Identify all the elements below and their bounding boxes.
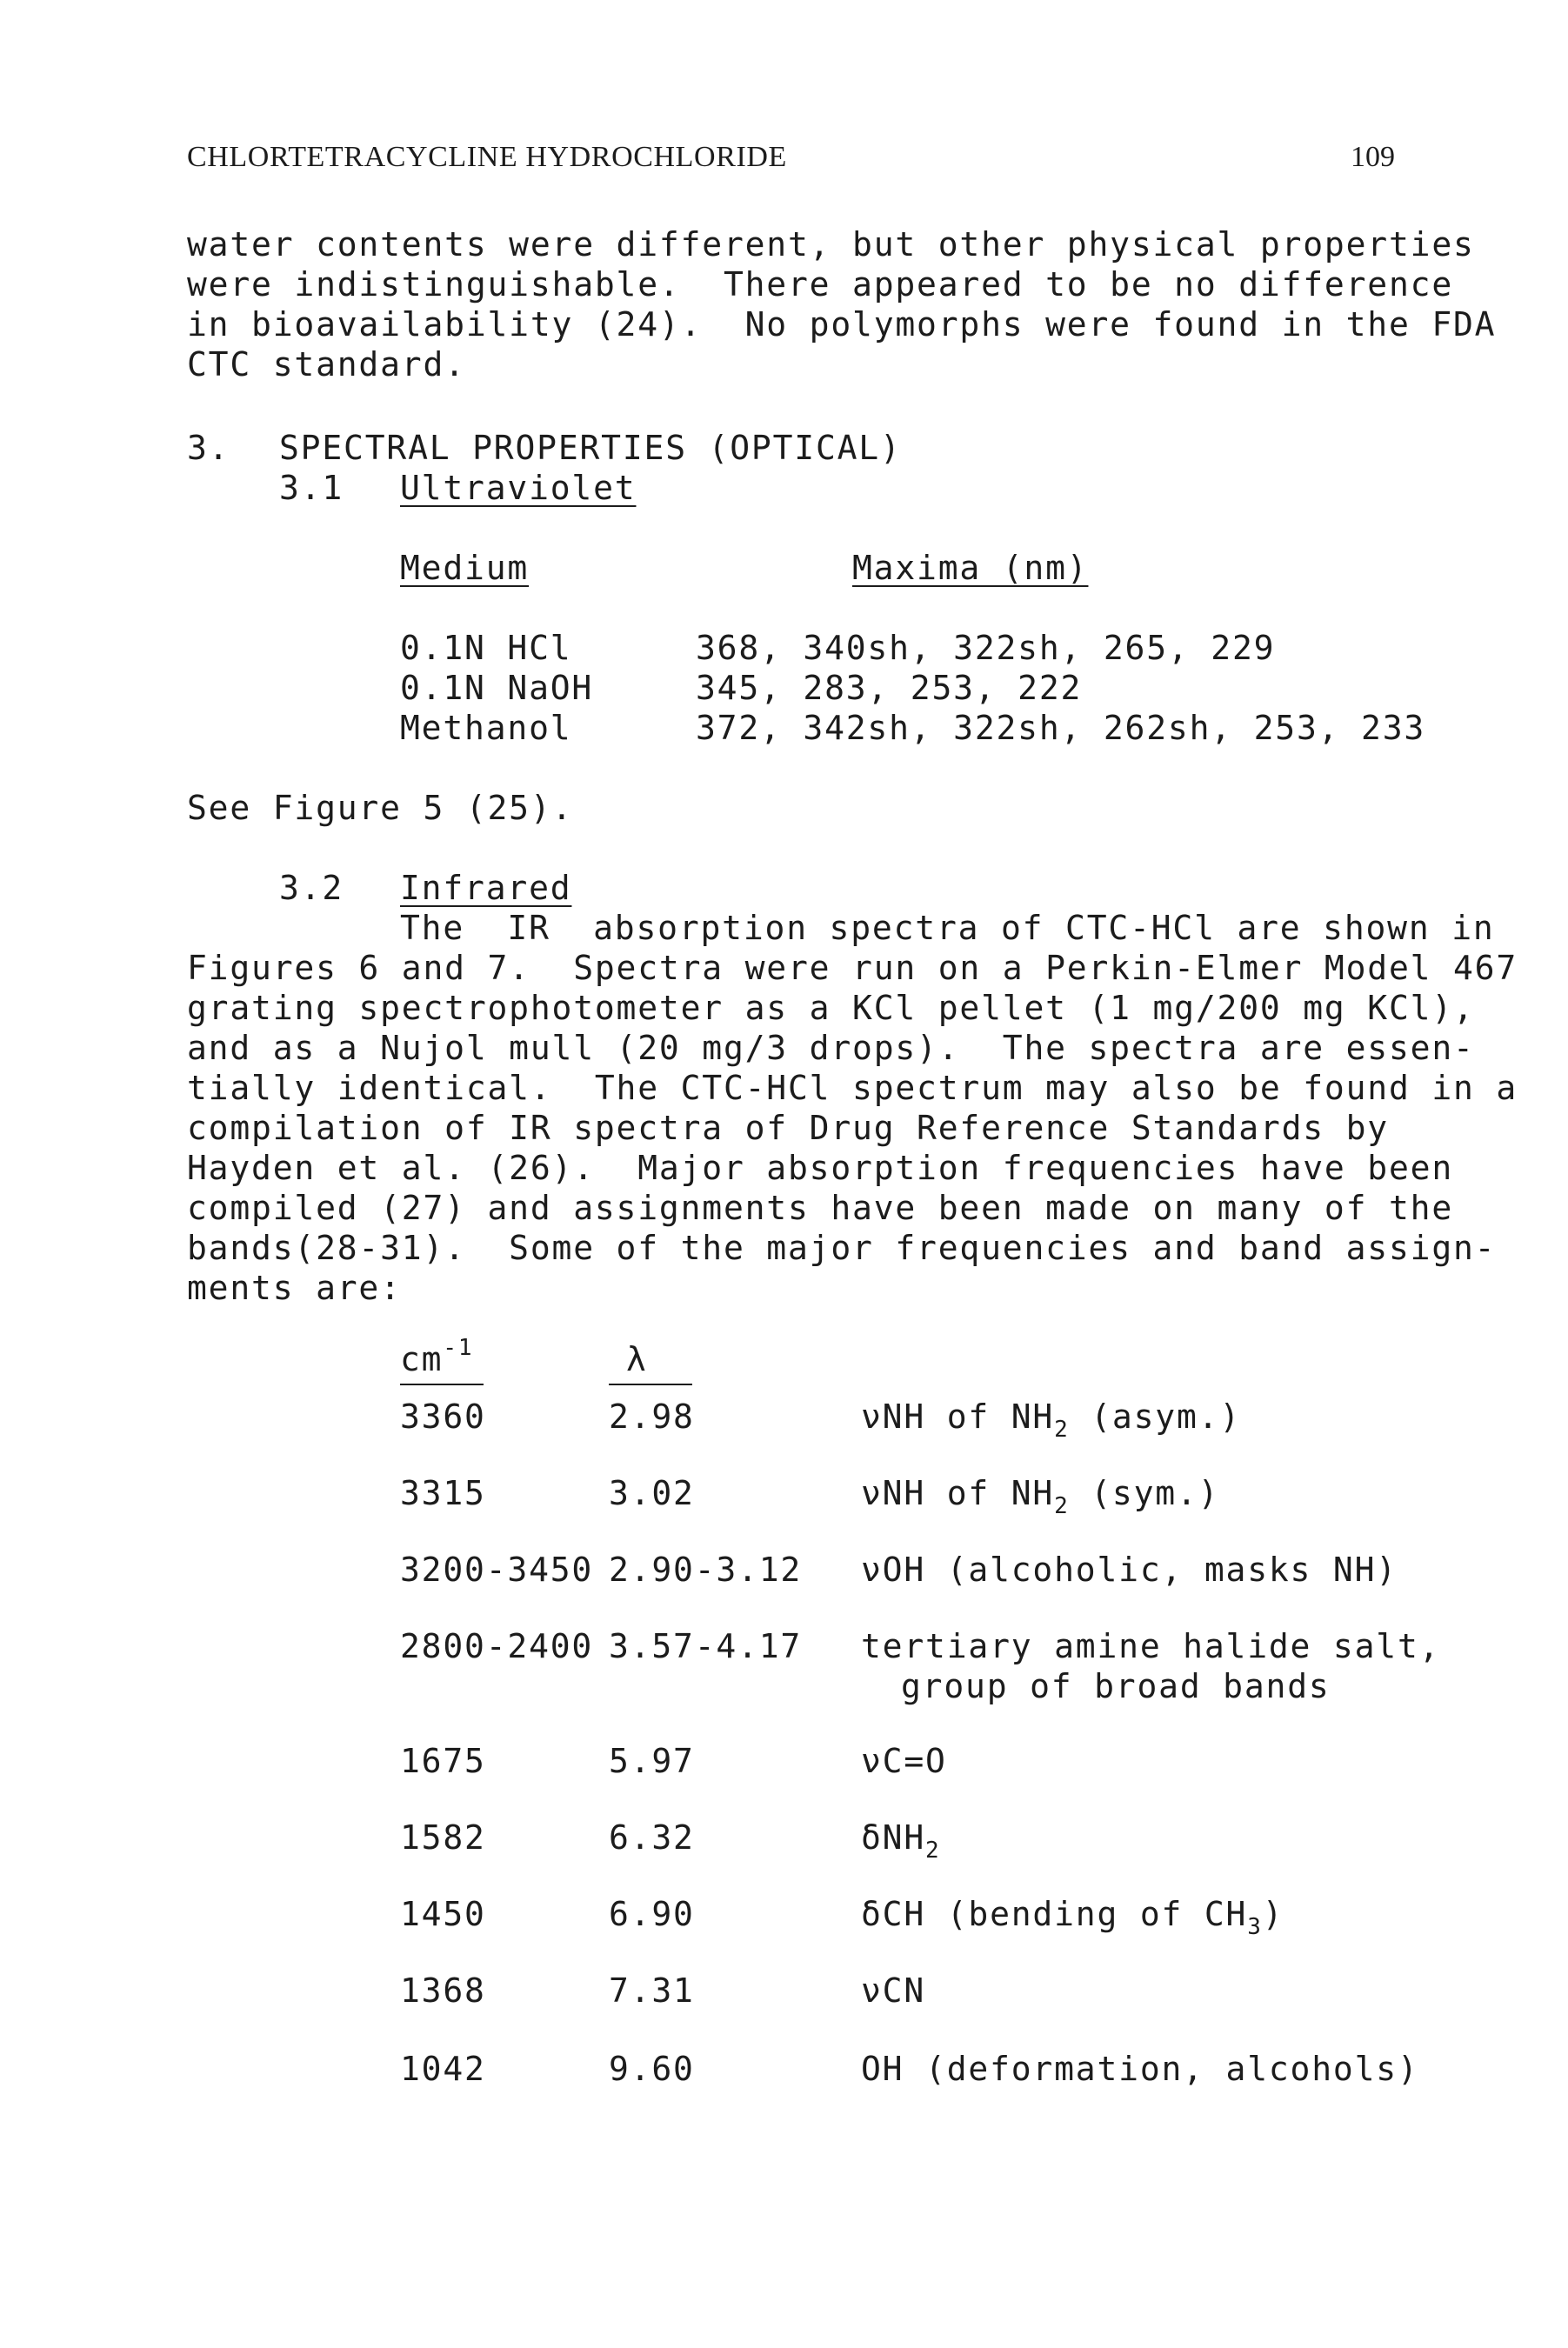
uv-medium: Methanol [400, 709, 572, 747]
ir-assignment-continuation: group of broad bands [901, 1667, 1331, 1705]
paragraph-line: CTC standard. [187, 345, 466, 384]
paragraph-line: compiled (27) and assignments have been … [187, 1189, 1453, 1227]
paragraph-line: The IR absorption spectra of CTC-HCl are… [400, 909, 1495, 947]
ir-header-underline [400, 1384, 484, 1385]
paragraph-line: were indistinguishable. There appeared t… [187, 265, 1453, 304]
paragraph-line: Figures 6 and 7. Spectra were run on a P… [187, 949, 1518, 987]
paragraph-line: ments are: [187, 1269, 402, 1307]
ir-wavenumber: 2800-2400 [400, 1627, 594, 1665]
section-number: 3. [187, 429, 230, 467]
ir-wavelength: 2.98 [609, 1397, 695, 1436]
ir-assignment: νC=O [861, 1742, 947, 1780]
ir-wavelength: 7.31 [609, 1971, 695, 2010]
paragraph-line: bands(28-31). Some of the major frequenc… [187, 1229, 1497, 1267]
paragraph-line: water contents were different, but other… [187, 225, 1475, 263]
ir-wavenumber: 1368 [400, 1971, 486, 2010]
ir-wavenumber: 3315 [400, 1474, 486, 1512]
running-title: CHLORTETRACYCLINE HYDROCHLORIDE [187, 141, 787, 173]
ir-wavelength: 6.90 [609, 1895, 695, 1933]
ir-wavenumber: 1450 [400, 1895, 486, 1933]
ir-wavelength: 9.60 [609, 2050, 695, 2088]
ir-assignment: νNH of NH2 (asym.) [861, 1397, 1242, 1443]
paragraph-line: compilation of IR spectra of Drug Refere… [187, 1109, 1389, 1147]
ir-assignment: νCN [861, 1971, 926, 2010]
paragraph-line: Hayden et al. (26). Major absorption fre… [187, 1149, 1453, 1187]
ir-header-wavelength: λ [626, 1340, 648, 1378]
section-title: SPECTRAL PROPERTIES (OPTICAL) [279, 429, 902, 467]
ir-assignment: δCH (bending of CH3) [861, 1895, 1284, 1940]
ir-assignment: νOH (alcoholic, masks NH) [861, 1551, 1398, 1589]
ir-header-exponent: -1 [443, 1335, 474, 1361]
ir-wavelength: 2.90-3.12 [609, 1551, 803, 1589]
subsection-number: 3.1 [279, 469, 344, 507]
uv-maxima: 345, 283, 253, 222 [696, 669, 1083, 707]
ir-wavenumber: 3360 [400, 1397, 486, 1436]
ir-wavenumber: 1582 [400, 1818, 486, 1857]
ir-wavelength: 3.02 [609, 1474, 695, 1512]
ir-assignment: tertiary amine halide salt, [861, 1627, 1441, 1665]
see-figure-note: See Figure 5 (25). [187, 789, 574, 827]
paragraph-line: tially identical. The CTC-HCl spectrum m… [187, 1069, 1518, 1107]
ir-wavelength: 5.97 [609, 1742, 695, 1780]
ir-wavenumber: 3200-3450 [400, 1551, 594, 1589]
ir-assignment: νNH of NH2 (sym.) [861, 1474, 1220, 1519]
ir-wavelength: 3.57-4.17 [609, 1627, 803, 1665]
subsection-number: 3.2 [279, 869, 344, 907]
ir-assignment: OH (deformation, alcohols) [861, 2050, 1419, 2088]
uv-maxima: 372, 342sh, 322sh, 262sh, 253, 233 [696, 709, 1426, 747]
ir-wavelength: 6.32 [609, 1818, 695, 1857]
ir-assignment: δNH2 [861, 1818, 941, 1864]
uv-header-maxima: Maxima (nm) [852, 549, 1089, 587]
paragraph-line: and as a Nujol mull (20 mg/3 drops). The… [187, 1029, 1475, 1067]
uv-medium: 0.1N HCl [400, 629, 572, 667]
subsection-title: Infrared [400, 869, 572, 907]
paragraph-line: grating spectrophotometer as a KCl pelle… [187, 989, 1475, 1027]
uv-medium: 0.1N NaOH [400, 669, 594, 707]
ir-header-wavenumber-unit: cm [400, 1340, 444, 1378]
paragraph-line: in bioavailability (24). No polymorphs w… [187, 305, 1497, 344]
page-number: 109 [1351, 141, 1395, 173]
uv-header-medium: Medium [400, 549, 530, 587]
ir-wavenumber: 1675 [400, 1742, 486, 1780]
ir-header-wavenumber: cm-1 [400, 1337, 473, 1379]
ir-header-underline [609, 1384, 692, 1385]
ir-wavenumber: 1042 [400, 2050, 486, 2088]
subsection-title: Ultraviolet [400, 469, 637, 507]
uv-maxima: 368, 340sh, 322sh, 265, 229 [696, 629, 1276, 667]
